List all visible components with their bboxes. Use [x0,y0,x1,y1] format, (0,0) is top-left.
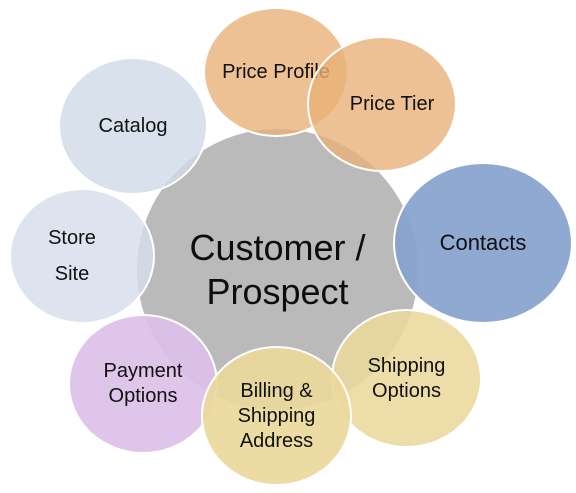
node-store-site-label: Store Site [48,227,96,285]
node-price-tier: Price Tier [307,36,457,172]
node-billing-shipping-address: Billing & Shipping Address [201,346,352,486]
node-price-tier-label: Price Tier [349,92,435,115]
node-shipping-options-label: Shipping Options [367,354,446,402]
node-contacts-label: Contacts [439,230,527,256]
node-catalog-label: Catalog [98,114,168,137]
node-store-site: Store Site [9,188,155,324]
center-node-label: Customer / Prospect [189,227,366,312]
node-contacts: Contacts [393,162,573,324]
node-billing-shipping-address-label: Billing & Shipping Address [237,379,316,452]
node-payment-options: Payment Options [68,314,218,454]
node-catalog: Catalog [58,57,208,195]
node-shipping-options: Shipping Options [331,309,482,448]
node-payment-options-label: Payment Options [103,360,183,407]
